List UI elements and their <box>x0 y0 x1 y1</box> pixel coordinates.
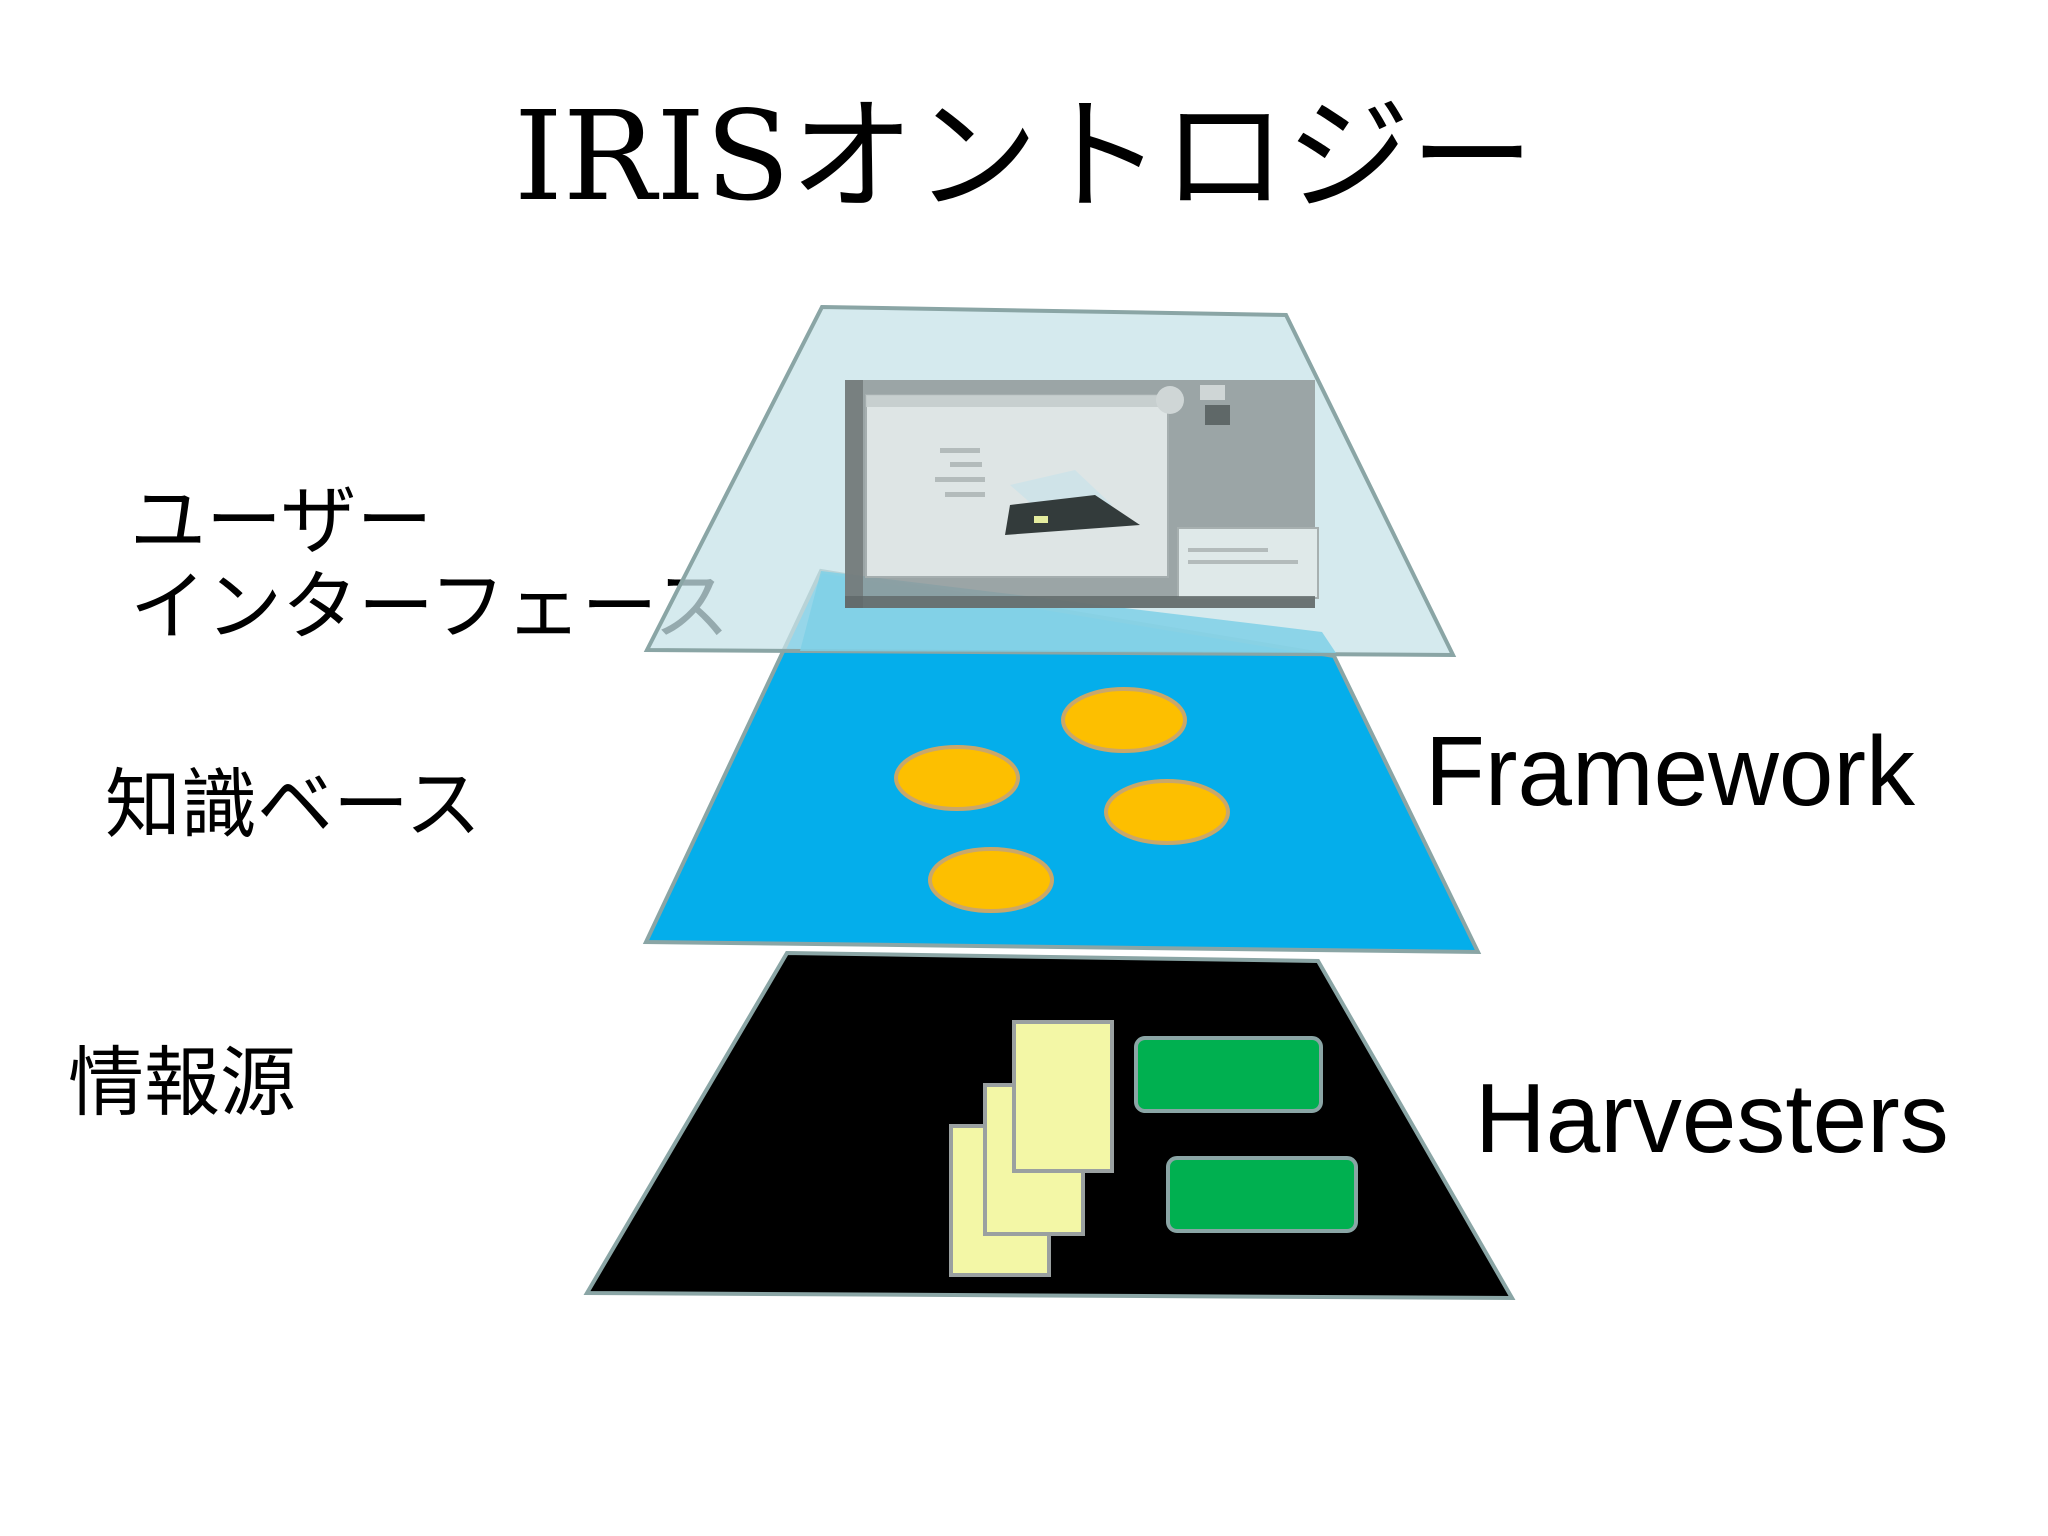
screenshot-text-line <box>940 448 980 453</box>
screenshot-taskbar <box>845 596 1315 608</box>
label-information-source: 情報源 <box>68 1038 296 1127</box>
screenshot-widget <box>1205 405 1230 425</box>
document-sheet <box>1012 1020 1114 1173</box>
screenshot-text-line <box>935 477 985 482</box>
document-stack <box>949 1020 1114 1277</box>
record-block <box>1166 1156 1358 1233</box>
label-user-interface-line-2: インターフェース <box>130 561 730 651</box>
label-harvesters: Harvesters <box>1475 1063 1949 1173</box>
label-knowledge-base: 知識ベース <box>105 760 482 849</box>
screenshot-widget <box>1200 385 1225 400</box>
label-user-interface-line-1: ユーザー <box>130 476 433 565</box>
screenshot-dialog-line <box>1188 548 1268 552</box>
ui-screenshot-thumbnail <box>845 380 1319 608</box>
screenshot-text-line <box>950 462 982 467</box>
knowledge-node <box>1104 779 1230 845</box>
screenshot-clock-widget <box>1156 386 1184 414</box>
screenshot-text-line <box>945 492 985 497</box>
screenshot-mini-layer-dark <box>1005 495 1140 535</box>
screenshot-sidebar <box>845 380 863 608</box>
slide-title: IRISオントロジー <box>513 85 1535 229</box>
record-block <box>1134 1036 1323 1113</box>
screenshot-mini-highlight <box>1034 516 1048 523</box>
screenshot-app-toolbar <box>866 395 1168 407</box>
knowledge-node <box>894 745 1020 811</box>
screenshot-dialog-line <box>1188 560 1298 564</box>
knowledge-node <box>1061 687 1187 753</box>
knowledge-node <box>928 847 1054 913</box>
label-user-interface: ユーザー インターフェース <box>130 478 730 650</box>
label-framework: Framework <box>1425 716 1916 826</box>
